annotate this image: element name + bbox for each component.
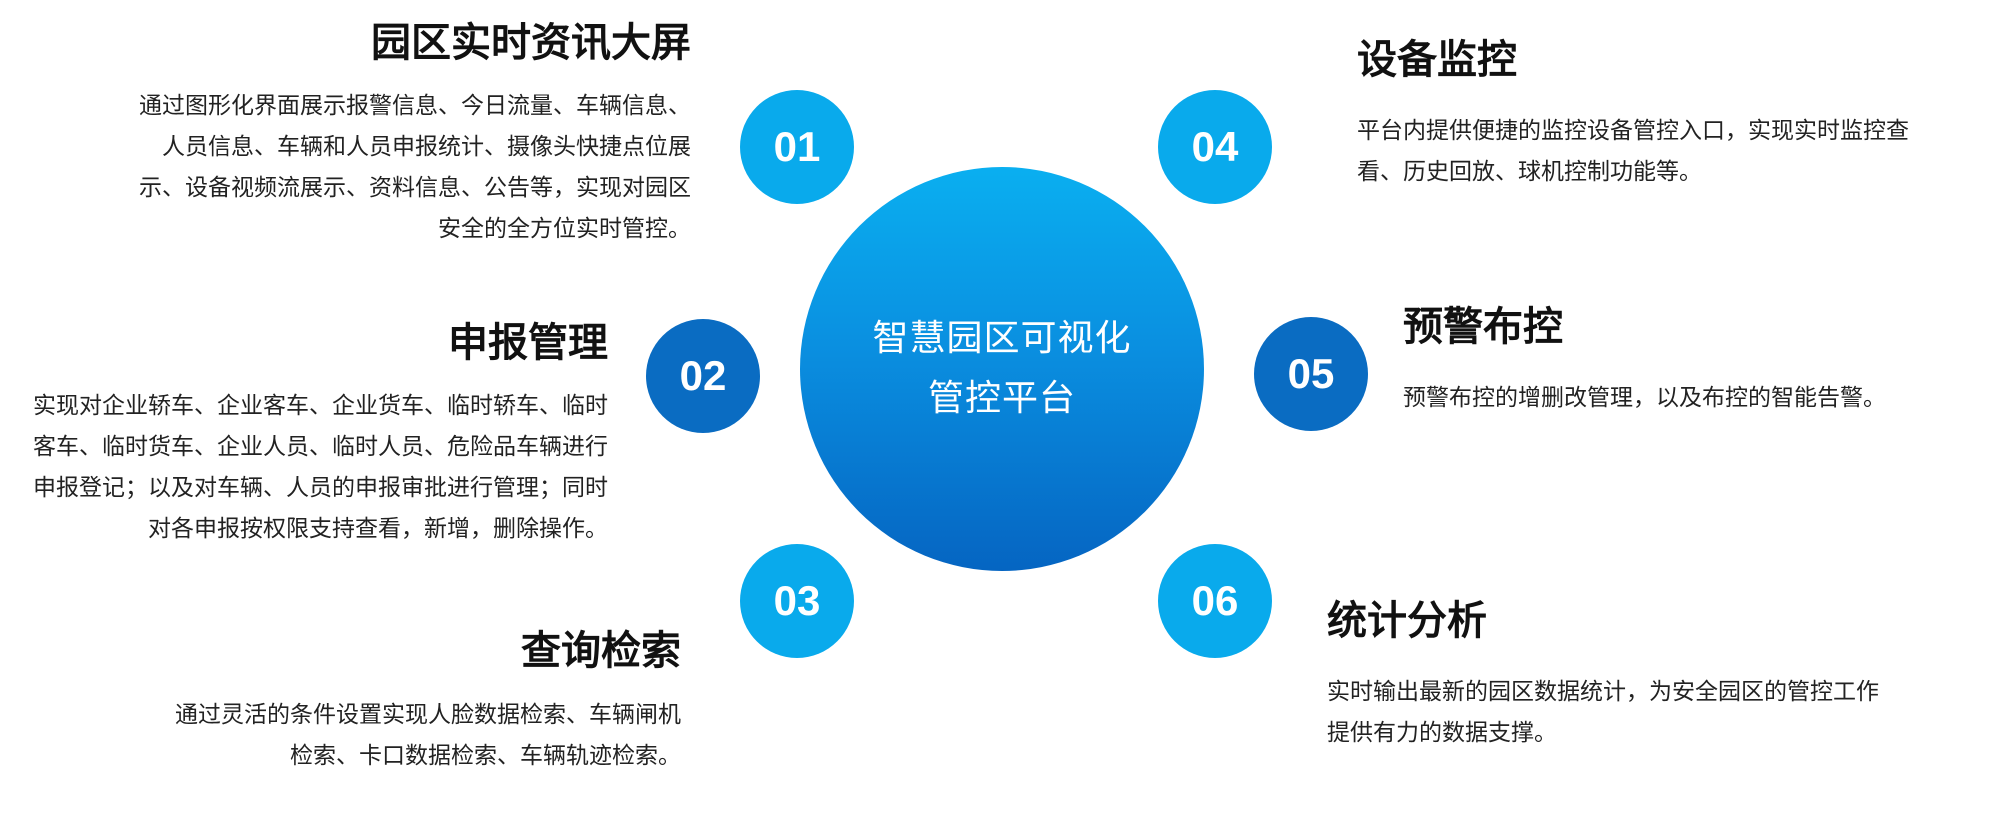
item-01-description: 通过图形化界面展示报警信息、今日流量、车辆信息、人员信息、车辆和人员申报统计、摄… — [139, 93, 691, 242]
center-platform-circle: 智慧园区可视化 管控平台 — [800, 167, 1204, 571]
item-03-description: 通过灵活的条件设置实现人脸数据检索、车辆闸机检索、卡口数据检索、车辆轨迹检索。 — [175, 702, 681, 769]
item-06-description: 实时输出最新的园区数据统计，为安全园区的管控工作提供有力的数据支撑。 — [1327, 679, 1879, 746]
item-01-title: 园区实时资讯大屏 — [371, 20, 691, 66]
item-02-description: 实现对企业轿车、企业客车、企业货车、临时轿车、临时客车、临时货车、企业人员、临时… — [33, 393, 608, 542]
center-title-line-2: 管控平台 — [927, 378, 1076, 419]
item-05-description: 预警布控的增删改管理，以及布控的智能告警。 — [1403, 385, 1886, 411]
item-04-title: 设备监控 — [1357, 37, 1517, 83]
badge-03: 03 — [740, 544, 854, 658]
item-04-description: 平台内提供便捷的监控设备管控入口，实现实时监控查看、历史回放、球机控制功能等。 — [1357, 118, 1909, 185]
item-03-title: 查询检索 — [521, 628, 681, 674]
badge-06: 06 — [1158, 544, 1272, 658]
badge-02: 02 — [646, 319, 760, 433]
item-06-title: 统计分析 — [1327, 598, 1487, 644]
badge-05: 05 — [1254, 317, 1368, 431]
item-05-title: 预警布控 — [1403, 304, 1563, 350]
item-02-title: 申报管理 — [448, 320, 608, 366]
badge-01: 01 — [740, 90, 854, 204]
badge-04: 04 — [1158, 90, 1272, 204]
center-title-line-1: 智慧园区可视化 — [872, 318, 1132, 359]
